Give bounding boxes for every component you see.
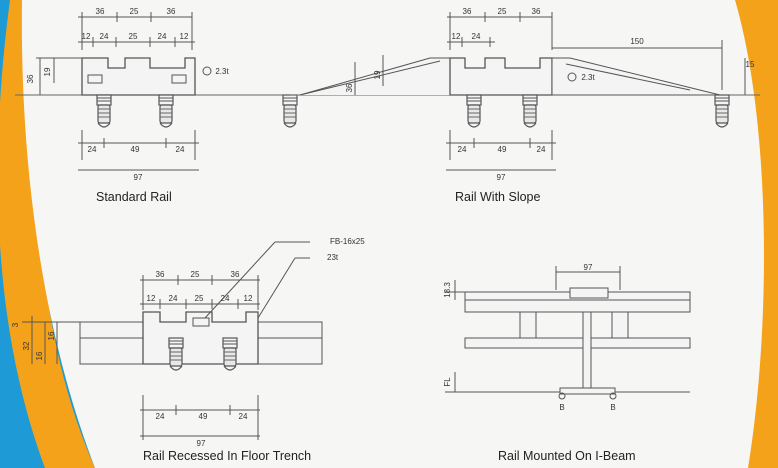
svg-text:25: 25 — [498, 7, 507, 16]
svg-text:32: 32 — [22, 341, 31, 350]
svg-text:24: 24 — [100, 32, 109, 41]
svg-text:24: 24 — [239, 412, 248, 421]
svg-text:25: 25 — [129, 32, 138, 41]
svg-text:16: 16 — [35, 351, 44, 360]
svg-text:24: 24 — [156, 412, 165, 421]
svg-text:24: 24 — [158, 32, 167, 41]
std-top-dim-3: 36 — [167, 7, 176, 16]
svg-text:2.3t: 2.3t — [215, 67, 229, 76]
svg-text:23t: 23t — [327, 253, 339, 262]
svg-text:3: 3 — [11, 322, 20, 327]
svg-text:19: 19 — [43, 67, 52, 76]
svg-text:B: B — [559, 403, 564, 412]
svg-text:36: 36 — [532, 7, 541, 16]
svg-text:19: 19 — [373, 70, 382, 79]
svg-text:FB-16x25: FB-16x25 — [330, 237, 365, 246]
svg-text:12: 12 — [180, 32, 189, 41]
svg-text:12: 12 — [82, 32, 91, 41]
svg-text:25: 25 — [191, 270, 200, 279]
svg-text:18.3: 18.3 — [443, 282, 452, 298]
svg-text:2.3t: 2.3t — [581, 73, 595, 82]
svg-text:24: 24 — [169, 294, 178, 303]
caption-rail-ibeam: Rail Mounted On I-Beam — [498, 449, 636, 463]
svg-text:16: 16 — [47, 331, 56, 340]
caption-standard-rail: Standard Rail — [96, 190, 172, 204]
svg-text:24: 24 — [176, 145, 185, 154]
svg-text:36: 36 — [231, 270, 240, 279]
svg-text:97: 97 — [134, 173, 143, 182]
svg-text:15: 15 — [746, 60, 755, 69]
svg-text:FL: FL — [443, 377, 452, 387]
svg-text:97: 97 — [497, 173, 506, 182]
svg-text:49: 49 — [199, 412, 208, 421]
svg-text:12: 12 — [452, 32, 461, 41]
svg-text:24: 24 — [88, 145, 97, 154]
svg-text:24: 24 — [472, 32, 481, 41]
svg-text:24: 24 — [458, 145, 467, 154]
svg-text:B: B — [610, 403, 615, 412]
orange-arc — [0, 0, 95, 468]
svg-text:97: 97 — [197, 439, 206, 448]
svg-text:36: 36 — [26, 74, 35, 83]
svg-text:36: 36 — [156, 270, 165, 279]
svg-text:97: 97 — [584, 263, 593, 272]
std-top-dim-2: 25 — [130, 7, 139, 16]
svg-text:24: 24 — [537, 145, 546, 154]
svg-text:36: 36 — [463, 7, 472, 16]
svg-text:24: 24 — [221, 294, 230, 303]
svg-text:25: 25 — [195, 294, 204, 303]
caption-rail-recessed: Rail Recessed In Floor Trench — [143, 449, 312, 463]
svg-text:150: 150 — [630, 37, 644, 46]
svg-text:49: 49 — [131, 145, 140, 154]
caption-rail-with-slope: Rail With Slope — [455, 190, 541, 204]
svg-text:12: 12 — [147, 294, 156, 303]
svg-text:12: 12 — [244, 294, 253, 303]
std-top-dim-1: 36 — [96, 7, 105, 16]
svg-text:49: 49 — [498, 145, 507, 154]
svg-text:36: 36 — [345, 83, 354, 92]
